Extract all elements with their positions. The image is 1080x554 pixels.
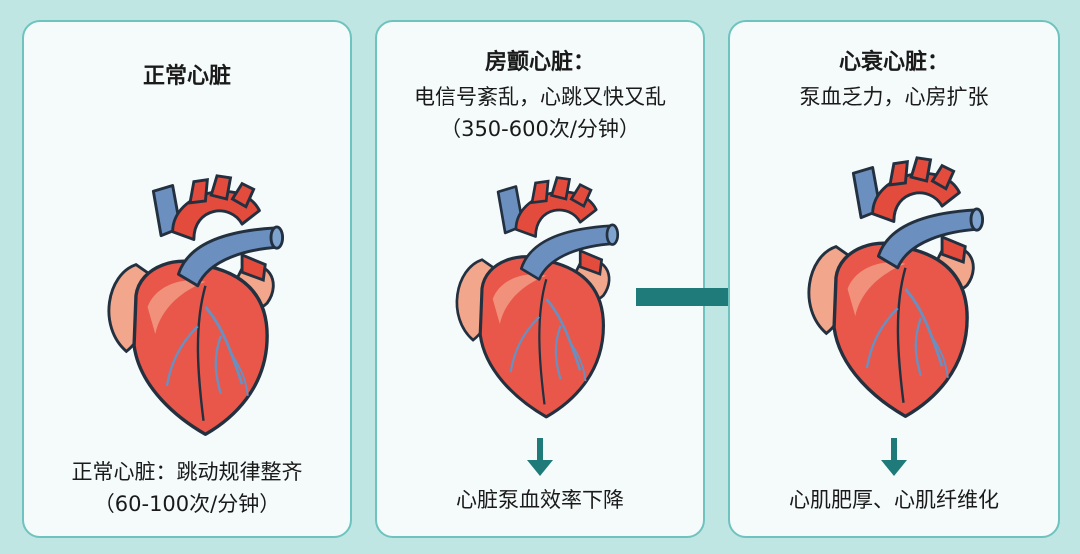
panel-title: 房颤心脏： (377, 48, 703, 78)
heart-illustration-icon (90, 172, 290, 442)
panel-caption-line2: （60-100次/分钟） (24, 488, 350, 520)
panel-title: 心衰心脏： (730, 48, 1058, 78)
arrow-down-icon (881, 438, 907, 478)
heart-illustration-icon (437, 174, 627, 424)
panel-caption-line1: 正常心脏：跳动规律整齐 (24, 456, 350, 488)
panel-title: 正常心脏 (24, 62, 350, 92)
panel-subtitle-line1: 泵血乏力，心房扩张 (730, 82, 1058, 112)
heart-illustration-icon (790, 154, 990, 424)
arrow-down-icon (527, 438, 553, 478)
panel-heart-failure: 心衰心脏： 泵血乏力，心房扩张 心肌肥厚、心肌纤维化 (728, 20, 1060, 538)
panel-subtitle-line2: （350-600次/分钟） (377, 114, 703, 144)
panel-caption: 心肌肥厚、心肌纤维化 (730, 484, 1058, 516)
panel-caption: 心脏泵血效率下降 (377, 484, 703, 516)
panel-normal-heart: 正常心脏 正常心脏：跳动规律整齐 （60-100次/分钟） (22, 20, 352, 538)
panel-subtitle-line1: 电信号紊乱，心跳又快又乱 (377, 82, 703, 112)
